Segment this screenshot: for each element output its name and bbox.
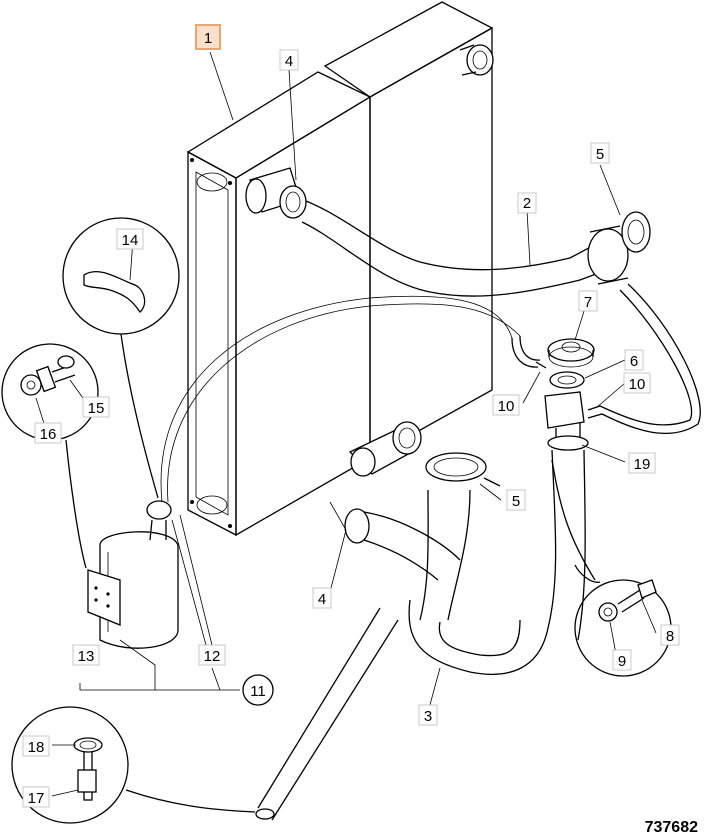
callout-9: 9 [618, 653, 626, 670]
callout-1: 1 [204, 30, 212, 47]
callout-6: 6 [630, 353, 638, 370]
callout-14: 14 [122, 232, 139, 249]
callout-11-circle [242, 674, 274, 706]
detail-hose-14 [62, 217, 180, 499]
callout-11: 11 [250, 683, 266, 700]
overflow-tank [87, 295, 521, 649]
detail-bolt-15-16 [1, 343, 99, 569]
callout-4-upper: 4 [285, 53, 293, 70]
callout-7: 7 [584, 294, 592, 311]
callout-15: 15 [88, 400, 105, 417]
callout-10-right: 10 [629, 376, 646, 393]
callout-13: 13 [78, 648, 95, 665]
lower-hose [255, 452, 549, 821]
callout-16: 16 [40, 426, 57, 443]
callout-12: 12 [204, 648, 221, 665]
callout-18: 18 [28, 739, 45, 756]
callout-4-lower: 4 [318, 591, 326, 608]
callouts: 1 2 3 4 4 5 5 6 7 8 9 10 10 11 12 13 14 … [22, 24, 680, 808]
callout-10-left: 10 [498, 398, 515, 415]
detail-drain-17-18 [11, 706, 256, 824]
callout-17: 17 [28, 790, 45, 807]
reference-number: 737682 [645, 819, 698, 836]
filler-cap-assembly [511, 283, 701, 641]
callout-2: 2 [523, 195, 531, 212]
upper-hose [279, 185, 651, 297]
callout-3: 3 [424, 708, 432, 725]
callout-1-highlight [195, 24, 221, 50]
callout-5-upper: 5 [596, 146, 604, 163]
detail-bolt-8-9 [551, 459, 672, 677]
callout-8: 8 [666, 628, 674, 645]
callout-5-lower: 5 [512, 493, 520, 510]
callout-19: 19 [634, 456, 651, 473]
